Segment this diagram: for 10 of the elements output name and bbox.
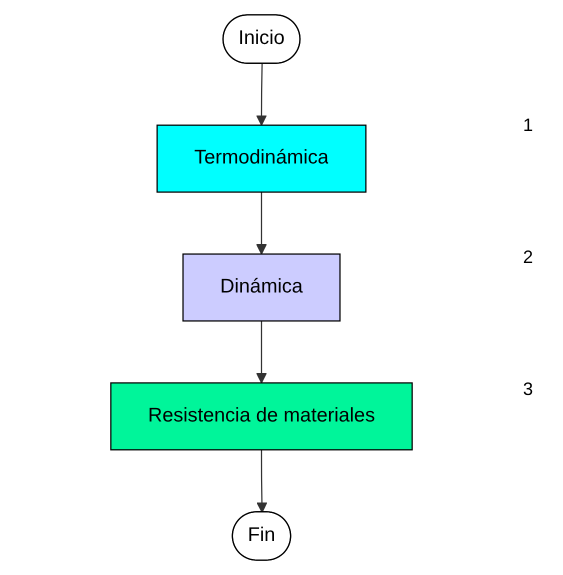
node-box: Dinámica	[182, 253, 341, 322]
arrow	[256, 64, 267, 126]
arrow	[256, 450, 268, 513]
section-number: 1	[523, 115, 534, 136]
node-box: Resistencia de materiales	[110, 382, 413, 450]
arrow	[256, 320, 267, 384]
section-number: 2	[523, 246, 534, 268]
node-box: Termodinámica	[156, 124, 366, 193]
arrow	[256, 192, 267, 255]
section-number: 3	[523, 378, 534, 400]
